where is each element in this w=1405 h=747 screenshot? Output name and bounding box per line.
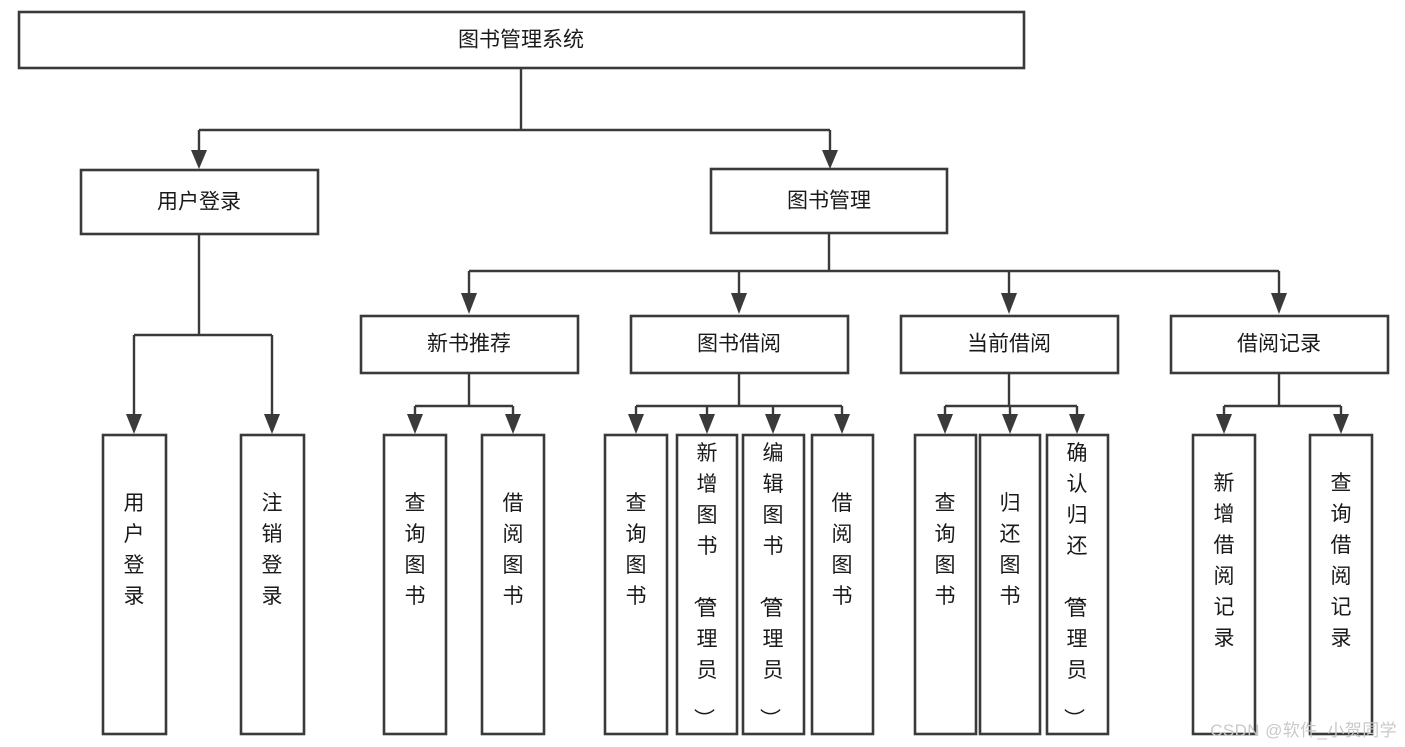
- leaf-edit-book[interactable]: 编辑图书（管理员）: [741, 433, 806, 736]
- node-book-manage-label: 图书管理: [787, 190, 871, 213]
- leaf-add-record-label: 新增借阅记录: [1214, 472, 1235, 650]
- arrow-head-icon: [264, 414, 280, 434]
- leaf-logout[interactable]: 注销登录: [239, 433, 306, 736]
- arrow-head-icon: [126, 414, 142, 434]
- leaf-query-book-1-label: 查询图书: [405, 492, 426, 608]
- node-new-book-rec-box[interactable]: [359, 314, 580, 375]
- node-current-borrow-label: 当前借阅: [967, 333, 1051, 356]
- node-user-login-box[interactable]: [79, 168, 320, 236]
- arrow-head-icon: [1333, 414, 1349, 434]
- leaf-query-book-1-box[interactable]: [382, 433, 448, 736]
- node-new-book-rec-label: 新书推荐: [427, 333, 511, 356]
- leaf-user-login-label: 用户登录: [124, 492, 145, 608]
- arrow-head-icon: [1001, 293, 1017, 314]
- node-borrow-record-label: 借阅记录: [1237, 333, 1321, 356]
- node-borrow-record[interactable]: 借阅记录: [1169, 314, 1390, 375]
- leaf-query-book-2-box[interactable]: [603, 433, 669, 736]
- leaf-add-record[interactable]: 新增借阅记录: [1191, 433, 1257, 736]
- leaf-borrow-book-2-label: 借阅图书: [832, 492, 853, 608]
- leaf-borrow-book-1-label: 借阅图书: [503, 492, 524, 608]
- leaf-query-record[interactable]: 查询借阅记录: [1308, 433, 1374, 736]
- leaf-return-book[interactable]: 归还图书: [978, 433, 1042, 736]
- node-user-login[interactable]: 用户登录: [79, 168, 320, 236]
- leaf-borrow-book-1-box[interactable]: [480, 433, 546, 736]
- node-new-book-rec[interactable]: 新书推荐: [359, 314, 580, 375]
- leaf-user-login[interactable]: 用户登录: [101, 433, 168, 736]
- node-book-manage-box[interactable]: [709, 167, 949, 235]
- arrow-head-icon: [1271, 293, 1287, 314]
- leaf-confirm-return[interactable]: 确认归还（管理员）: [1045, 433, 1110, 736]
- node-borrow-record-box[interactable]: [1169, 314, 1390, 375]
- arrow-head-icon: [628, 414, 644, 434]
- node-book-borrow-box[interactable]: [629, 314, 850, 375]
- arrow-head-icon: [1002, 414, 1018, 434]
- arrow-head-icon: [834, 414, 850, 434]
- arrow-head-icon: [1069, 414, 1085, 434]
- node-root[interactable]: 图书管理系统: [17, 10, 1026, 70]
- leaf-edit-book-label: 编辑图书（管理员）: [758, 442, 784, 729]
- leaf-edit-book-box[interactable]: [741, 433, 806, 736]
- node-root-box[interactable]: [17, 10, 1026, 70]
- leaf-query-book-3-label: 查询图书: [935, 492, 956, 608]
- arrow-head-icon: [731, 293, 747, 314]
- node-book-manage[interactable]: 图书管理: [709, 167, 949, 235]
- arrow-head-icon: [461, 293, 477, 314]
- leaf-borrow-book-1[interactable]: 借阅图书: [480, 433, 546, 736]
- connector-layer: [126, 68, 1349, 434]
- leaf-return-book-label: 归还图书: [1000, 492, 1021, 608]
- node-root-label: 图书管理系统: [458, 29, 584, 52]
- leaf-logout-label: 注销登录: [262, 492, 283, 608]
- leaf-query-book-2[interactable]: 查询图书: [603, 433, 669, 736]
- node-current-borrow[interactable]: 当前借阅: [899, 314, 1120, 375]
- leaf-confirm-return-label: 确认归还（管理员）: [1062, 442, 1088, 729]
- leaf-user-login-box[interactable]: [101, 433, 168, 736]
- arrow-head-icon: [191, 150, 207, 169]
- leaf-add-book-box[interactable]: [675, 433, 739, 736]
- arrow-head-icon: [699, 414, 715, 434]
- leaf-query-book-3-box[interactable]: [913, 433, 978, 736]
- node-user-login-label: 用户登录: [157, 191, 241, 214]
- leaf-borrow-book-2-box[interactable]: [810, 433, 875, 736]
- leaf-query-record-label: 查询借阅记录: [1331, 472, 1352, 650]
- leaf-logout-box[interactable]: [239, 433, 306, 736]
- node-current-borrow-box[interactable]: [899, 314, 1120, 375]
- leaf-query-record-box[interactable]: [1308, 433, 1374, 736]
- arrow-head-icon: [407, 414, 423, 434]
- leaf-query-book-3[interactable]: 查询图书: [913, 433, 978, 736]
- arrow-head-icon: [822, 150, 838, 169]
- leaf-add-record-box[interactable]: [1191, 433, 1257, 736]
- leaf-query-book-2-label: 查询图书: [626, 492, 647, 608]
- leaf-query-book-1[interactable]: 查询图书: [382, 433, 448, 736]
- leaf-borrow-book-2[interactable]: 借阅图书: [810, 433, 875, 736]
- arrow-head-icon: [937, 414, 953, 434]
- leaf-add-book[interactable]: 新增图书（管理员）: [675, 433, 739, 736]
- leaf-add-book-label: 新增图书（管理员）: [692, 442, 718, 729]
- leaf-confirm-return-box[interactable]: [1045, 433, 1110, 736]
- node-book-borrow-label: 图书借阅: [697, 333, 781, 356]
- csdn-watermark: CSDN @软件_小贺同学: [1210, 721, 1397, 740]
- node-book-borrow[interactable]: 图书借阅: [629, 314, 850, 375]
- leaf-return-book-box[interactable]: [978, 433, 1042, 736]
- arrow-head-icon: [1216, 414, 1232, 434]
- arrow-head-icon: [765, 414, 781, 434]
- arrow-head-icon: [505, 414, 521, 434]
